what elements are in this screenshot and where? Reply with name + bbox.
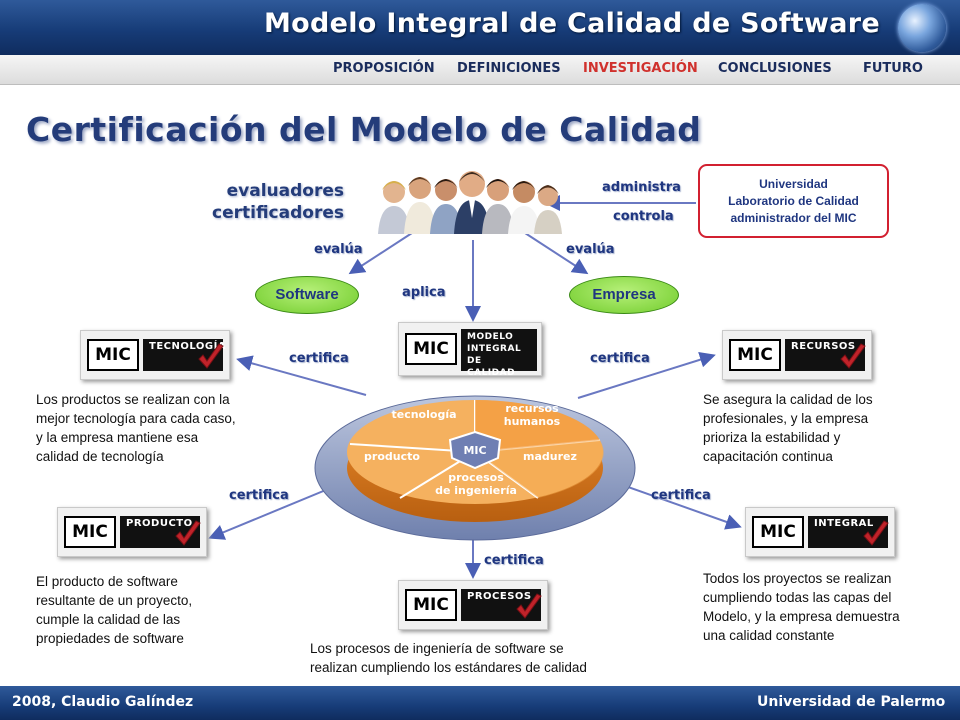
badge-center-line-3: DE CALIDAD	[467, 356, 516, 378]
checkmark-icon	[198, 343, 224, 369]
label-administra: administra	[602, 180, 681, 195]
pie-segment-procesos-1: procesos	[448, 471, 504, 484]
pie-segment-recursos-1: recursos	[505, 402, 559, 415]
description-line: y la empresa mantiene esa	[36, 430, 199, 445]
checkmark-icon	[175, 520, 201, 546]
nav-definiciones[interactable]: DEFINICIONES	[457, 61, 561, 76]
oval-empresa: Empresa	[569, 276, 679, 314]
footer-bar	[0, 686, 960, 720]
label-certifica-bl: certifica	[229, 488, 289, 503]
description-integral: Todos los proyectos se realizan cumplien…	[703, 569, 953, 645]
description-line: Modelo, y la empresa demuestra	[703, 609, 900, 624]
label-controla: controla	[613, 209, 674, 224]
description-line: cumple la calidad de las	[36, 612, 181, 627]
footer-author: 2008, Claudio Galíndez	[12, 694, 194, 710]
description-line: resultante de un proyecto,	[36, 593, 193, 608]
oval-software: Software	[255, 276, 359, 314]
description-line: Todos los proyectos se realizan	[703, 571, 892, 586]
page-title: Certificación del Modelo de Calidad	[26, 110, 702, 149]
people-group-icon	[378, 171, 562, 234]
badge-producto-mic: MIC	[64, 516, 116, 548]
arrow-certifica-tr	[577, 351, 716, 399]
nav-investigacion[interactable]: INVESTIGACIÓN	[583, 61, 698, 76]
pie-segment-madurez: madurez	[523, 450, 577, 463]
checkmark-icon	[516, 593, 542, 619]
description-line: Se asegura la calidad de los	[703, 392, 873, 407]
description-line: propiedades de software	[36, 631, 184, 646]
badge-center-dark: MODELO INTEGRAL DE CALIDAD	[461, 329, 537, 378]
label-certifica-tr: certifica	[590, 351, 650, 366]
description-recursos: Se asegura la calidad de los profesional…	[703, 390, 943, 466]
label-aplica: aplica	[402, 285, 446, 300]
label-certifica-br: certifica	[651, 488, 711, 503]
arrow-evalua-right	[524, 232, 589, 275]
checkmark-icon	[840, 343, 866, 369]
pie-segment-producto: producto	[364, 450, 420, 463]
footer-university: Universidad de Palermo	[757, 694, 946, 710]
description-line: cumpliendo todas las capas del	[703, 590, 892, 605]
checkmark-icon	[863, 520, 889, 546]
description-tecnologia: Los productos se realizan con la mejor t…	[36, 390, 286, 466]
mic-pie-diagram: MIC tecnología recursos humanos madurez …	[314, 395, 636, 541]
description-producto: El producto de software resultante de un…	[36, 572, 286, 648]
pie-center-label: MIC	[463, 444, 486, 457]
description-line: capacitación continua	[703, 449, 833, 464]
description-line: Los procesos de ingeniería de software s…	[310, 641, 564, 656]
badge-center-line-1: MODELO	[467, 332, 514, 342]
label-evalua-left: evalúa	[314, 242, 363, 257]
university-line-3: administrador del MIC	[730, 211, 857, 225]
globe-icon	[898, 4, 946, 52]
university-line-1: Universidad	[759, 177, 828, 191]
description-line: profesionales, y la empresa	[703, 411, 869, 426]
badge-modelo-integral: MIC MODELO INTEGRAL DE CALIDAD	[398, 322, 542, 378]
badge-integral-label: INTEGRAL	[808, 516, 888, 548]
badge-center-line-2: INTEGRAL	[467, 344, 522, 354]
badge-producto: MIC PRODUCTO	[57, 507, 207, 557]
description-line: una calidad constante	[703, 628, 835, 643]
badge-producto-label: PRODUCTO	[120, 516, 200, 548]
description-line: calidad de tecnología	[36, 449, 164, 464]
label-evalua-right: evalúa	[566, 242, 615, 257]
university-line-2: Laboratorio de Calidad	[728, 194, 859, 208]
people-label-line-2: certificadores	[212, 203, 344, 223]
badge-integral: MIC INTEGRAL	[745, 507, 895, 557]
description-procesos: Los procesos de ingeniería de software s…	[310, 639, 650, 677]
badge-integral-mic: MIC	[752, 516, 804, 548]
description-line: realizan cumpliendo los estándares de ca…	[310, 660, 587, 675]
badge-tecnologia-mic: MIC	[87, 339, 139, 371]
pie-center-hex	[448, 430, 502, 470]
people-label: evaluadores certificadores	[180, 180, 344, 224]
arrow-evalua-left	[348, 232, 413, 275]
label-certifica-tl: certifica	[289, 351, 349, 366]
nav-proposicion[interactable]: PROPOSICIÓN	[333, 61, 435, 76]
description-line: El producto de software	[36, 574, 178, 589]
university-box: Universidad Laboratorio de Calidad admin…	[698, 164, 889, 238]
label-certifica-bottom: certifica	[484, 553, 544, 568]
badge-procesos-mic: MIC	[405, 589, 457, 621]
description-line: Los productos se realizan con la	[36, 392, 230, 407]
badge-tecnologia: MIC TECNOLOGÍA	[80, 330, 230, 380]
pie-segment-procesos-2: de ingeniería	[435, 484, 517, 497]
header-bar	[0, 0, 960, 55]
nav-conclusiones[interactable]: CONCLUSIONES	[718, 61, 832, 76]
badge-procesos: MIC PROCESOS	[398, 580, 548, 630]
header-title: Modelo Integral de Calidad de Software	[264, 8, 880, 39]
badge-center-mic: MIC	[405, 333, 457, 365]
description-line: prioriza la estabilidad y	[703, 430, 841, 445]
badge-procesos-label: PROCESOS	[461, 589, 541, 621]
description-line: mejor tecnología para cada caso,	[36, 411, 236, 426]
nav-bar	[0, 55, 960, 85]
badge-tecnologia-label: TECNOLOGÍA	[143, 339, 226, 371]
badge-recursos-label: RECURSOS	[785, 339, 865, 371]
nav-futuro[interactable]: FUTURO	[863, 61, 923, 76]
badge-recursos-mic: MIC	[729, 339, 781, 371]
pie-segment-tecnologia: tecnología	[391, 408, 456, 421]
arrow-certifica-tl	[236, 355, 367, 396]
badge-recursos: MIC RECURSOS	[722, 330, 872, 380]
pie-segment-recursos-2: humanos	[504, 415, 561, 428]
people-label-line-1: evaluadores	[226, 181, 344, 201]
